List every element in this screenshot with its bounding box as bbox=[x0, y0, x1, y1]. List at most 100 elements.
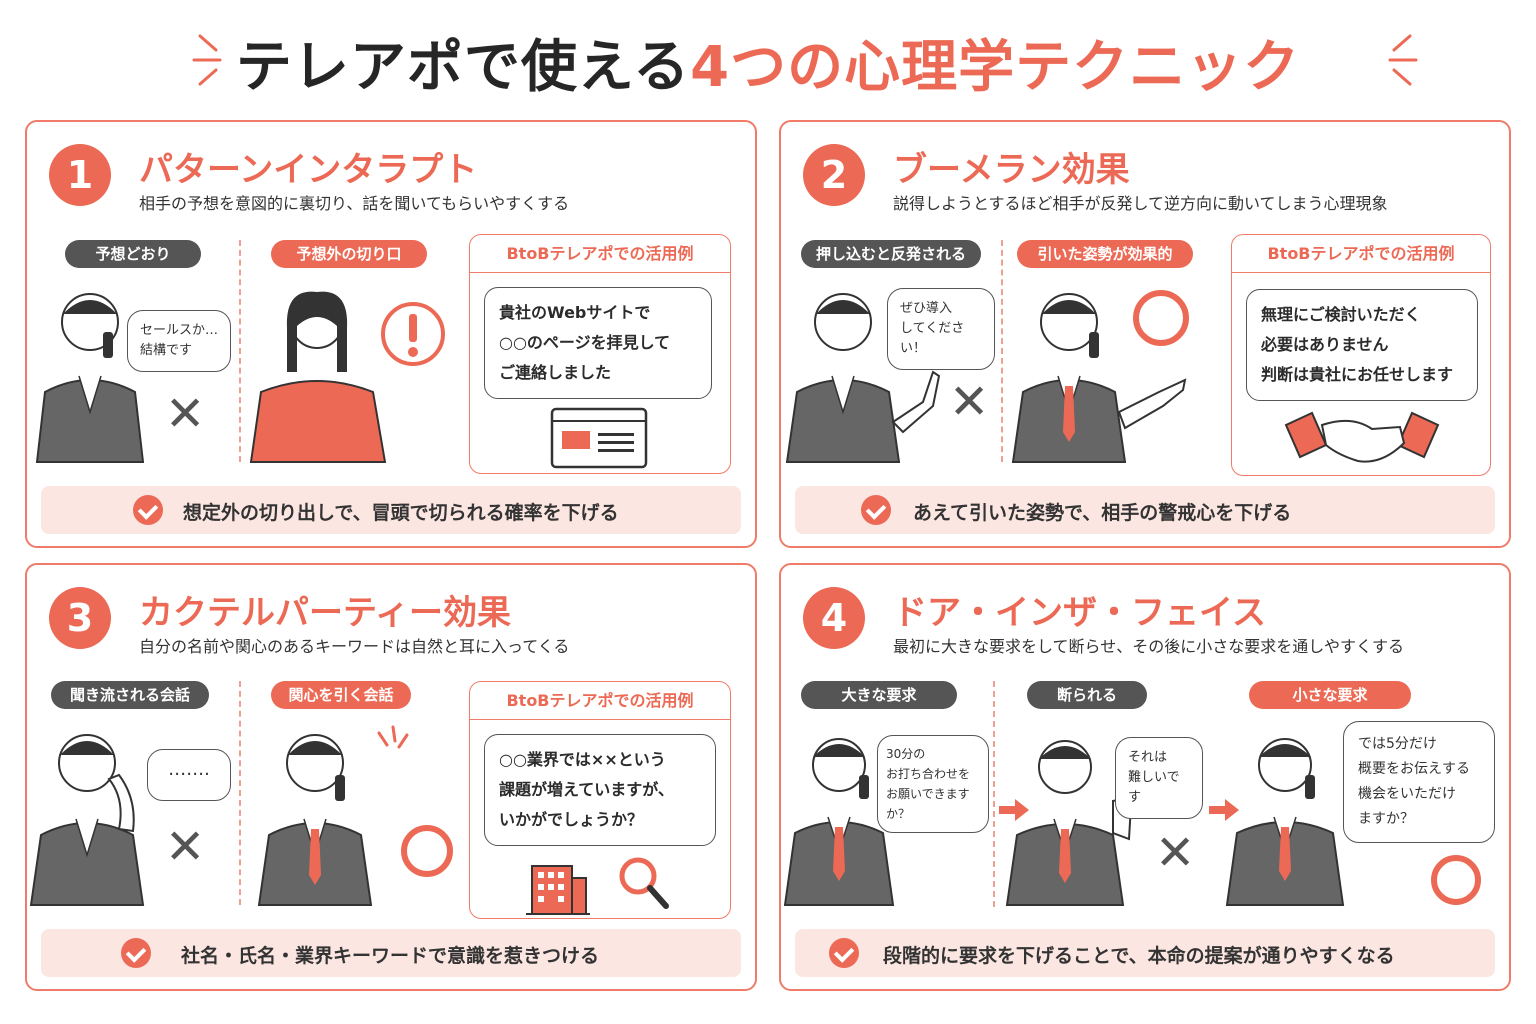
example-bubble: 無理にご検討いただく必要はありません判断は貴社にお任せします bbox=[1246, 289, 1478, 401]
smiling-man-figure bbox=[1225, 738, 1345, 906]
speech-bubble: ……. bbox=[147, 749, 231, 801]
example-bubble: ○○業界では××という課題が増えていますが、いかがでしょうか？ bbox=[484, 734, 716, 846]
example-line: いかがでしょうか？ bbox=[499, 810, 644, 829]
bubble-line: ぜひ導入 bbox=[900, 301, 953, 316]
summary-bar: 段階的に要求を下げることで、本命の提案が通りやすくなる bbox=[795, 929, 1495, 977]
x-mark-icon: ✕ bbox=[165, 386, 206, 442]
circle-ok-icon bbox=[1133, 290, 1189, 346]
speech-bubble: 30分のお打ち合わせをお願いできますか？ bbox=[877, 735, 989, 833]
example-panel: BtoBテレアポでの活用例 無理にご検討いただく必要はありません判断は貴社にお任… bbox=[1231, 234, 1491, 476]
label-small-request: 小さな要求 bbox=[1249, 681, 1411, 709]
calm-man-figure bbox=[1011, 293, 1187, 463]
attention-lines-icon bbox=[377, 725, 409, 749]
burst-left-icon bbox=[192, 34, 222, 86]
example-heading: BtoBテレアポでの活用例 bbox=[1232, 235, 1490, 273]
x-mark-icon: ✕ bbox=[1155, 825, 1196, 881]
building-icon bbox=[526, 865, 590, 915]
listening-man-figure bbox=[257, 734, 373, 906]
burst-right-icon bbox=[1388, 34, 1418, 86]
exclamation-icon bbox=[381, 302, 445, 366]
bubble-line: では5分だけ bbox=[1358, 736, 1437, 752]
speech-bubble: それは難しいです bbox=[1115, 737, 1203, 819]
card-title: ドア・インザ・フェイス bbox=[893, 593, 1266, 633]
label-stepping-back: 引いた姿勢が効果的 bbox=[1017, 240, 1193, 268]
label-engaging-talk: 関心を引く会話 bbox=[271, 681, 411, 709]
divider bbox=[1001, 240, 1003, 462]
check-icon bbox=[829, 938, 859, 968]
page-title: テレアポで使える4つの心理学テクニック bbox=[0, 22, 1536, 103]
speech-bubble: では5分だけ概要をお伝えする機会をいただけますか？ bbox=[1343, 721, 1495, 843]
example-panel: BtoBテレアポでの活用例 ○○業界では××という課題が増えていますが、いかがで… bbox=[469, 681, 731, 919]
label-ignored-talk: 聞き流される会話 bbox=[51, 681, 209, 709]
card-subtitle: 相手の予想を意図的に裏切り、話を聞いてもらいやすくする bbox=[139, 194, 570, 213]
example-line: 貴社のWebサイトで bbox=[499, 303, 651, 322]
example-heading: BtoBテレアポでの活用例 bbox=[470, 235, 730, 273]
card-door-in-the-face: 4 ドア・インザ・フェイス 最初に大きな要求をして断らせ、その後に小さな要求を通… bbox=[779, 563, 1511, 991]
bubble-line: 30分の bbox=[886, 747, 926, 761]
check-icon bbox=[133, 495, 163, 525]
divider bbox=[239, 681, 241, 905]
divider bbox=[239, 240, 241, 462]
bubble-line: それは bbox=[1128, 750, 1168, 765]
declining-man-figure bbox=[1005, 740, 1133, 906]
check-icon bbox=[861, 495, 891, 525]
summary-text: 社名・氏名・業界キーワードで意識を惹きつける bbox=[181, 945, 600, 967]
title-part2: 4つの心理学テクニック bbox=[690, 35, 1301, 100]
label-big-request: 大きな要求 bbox=[801, 681, 957, 709]
bubble-line: ……. bbox=[168, 759, 210, 780]
bubble-line: 機会をいただけ bbox=[1358, 786, 1456, 802]
label-pushing: 押し込むと反発される bbox=[801, 240, 981, 268]
summary-text: 段階的に要求を下げることで、本命の提案が通りやすくなる bbox=[883, 945, 1395, 967]
bubble-line: 結構です bbox=[140, 343, 193, 358]
browser-window-icon bbox=[550, 407, 648, 469]
handshake-icon bbox=[1284, 411, 1440, 463]
summary-bar: 社名・氏名・業界キーワードで意識を惹きつける bbox=[41, 929, 741, 977]
arrow-right-icon bbox=[999, 799, 1029, 821]
example-line: 課題が増えていますが、 bbox=[499, 780, 674, 799]
x-mark-icon: ✕ bbox=[949, 374, 990, 430]
example-line: 無理にご検討いただく bbox=[1261, 305, 1421, 324]
summary-text: あえて引いた姿勢で、相手の警戒心を下げる bbox=[913, 502, 1292, 524]
arrow-right-icon bbox=[1209, 799, 1239, 821]
requesting-man-figure bbox=[783, 738, 895, 906]
card-number: 1 bbox=[49, 144, 111, 206]
example-line: ○○業界では××という bbox=[499, 750, 666, 769]
example-bubble: 貴社のWebサイトで ○○のページを拝見してご連絡しました bbox=[484, 287, 712, 399]
card-number: 3 bbox=[49, 587, 111, 649]
summary-text: 想定外の切り出しで、冒頭で切られる確率を下げる bbox=[183, 502, 619, 524]
woman-figure bbox=[249, 291, 387, 463]
card-title: カクテルパーティー効果 bbox=[139, 593, 511, 633]
pushing-man-figure bbox=[785, 293, 941, 463]
summary-bar: あえて引いた姿勢で、相手の警戒心を下げる bbox=[795, 486, 1495, 534]
card-number: 2 bbox=[803, 144, 865, 206]
title-part1: テレアポで使える bbox=[235, 35, 691, 100]
divider bbox=[993, 681, 995, 907]
card-pattern-interrupt: 1 パターンインタラプト 相手の予想を意図的に裏切り、話を聞いてもらいやすくする… bbox=[25, 120, 757, 548]
summary-bar: 想定外の切り出しで、冒頭で切られる確率を下げる bbox=[41, 486, 741, 534]
bored-man-figure bbox=[35, 293, 145, 463]
bubble-line: 難しいです bbox=[1128, 770, 1180, 805]
example-panel: BtoBテレアポでの活用例 貴社のWebサイトで ○○のページを拝見してご連絡しま… bbox=[469, 234, 731, 474]
bubble-line: してください！ bbox=[900, 321, 965, 356]
card-title: ブーメラン効果 bbox=[893, 150, 1130, 190]
bubble-line: 概要をお伝えする bbox=[1358, 761, 1470, 777]
check-icon bbox=[121, 938, 151, 968]
example-line: 必要はありません bbox=[1261, 335, 1389, 354]
bubble-line: お打ち合わせを bbox=[886, 767, 971, 781]
circle-ok-icon bbox=[401, 825, 453, 877]
circle-ok-icon bbox=[1431, 855, 1481, 905]
speech-bubble: セールスか…結構です bbox=[127, 310, 231, 372]
card-title: パターンインタラプト bbox=[139, 150, 478, 190]
example-line: ○○のページを拝見して bbox=[499, 333, 671, 352]
speech-bubble: ぜひ導入してください！ bbox=[887, 288, 995, 370]
bubble-line: お願いできますか？ bbox=[886, 787, 970, 821]
example-heading: BtoBテレアポでの活用例 bbox=[470, 682, 730, 720]
x-mark-icon: ✕ bbox=[165, 819, 206, 875]
magnifier-icon bbox=[619, 857, 669, 909]
example-line: 判断は貴社にお任せします bbox=[1261, 365, 1454, 384]
label-expected: 予想どおり bbox=[65, 240, 201, 268]
card-subtitle: 説得しようとするほど相手が反発して逆方向に動いてしまう心理現象 bbox=[893, 194, 1388, 213]
card-subtitle: 最初に大きな要求をして断らせ、その後に小さな要求を通しやすくする bbox=[893, 637, 1405, 656]
card-boomerang-effect: 2 ブーメラン効果 説得しようとするほど相手が反発して逆方向に動いてしまう心理現… bbox=[779, 120, 1511, 548]
example-line: ご連絡しました bbox=[499, 363, 612, 382]
